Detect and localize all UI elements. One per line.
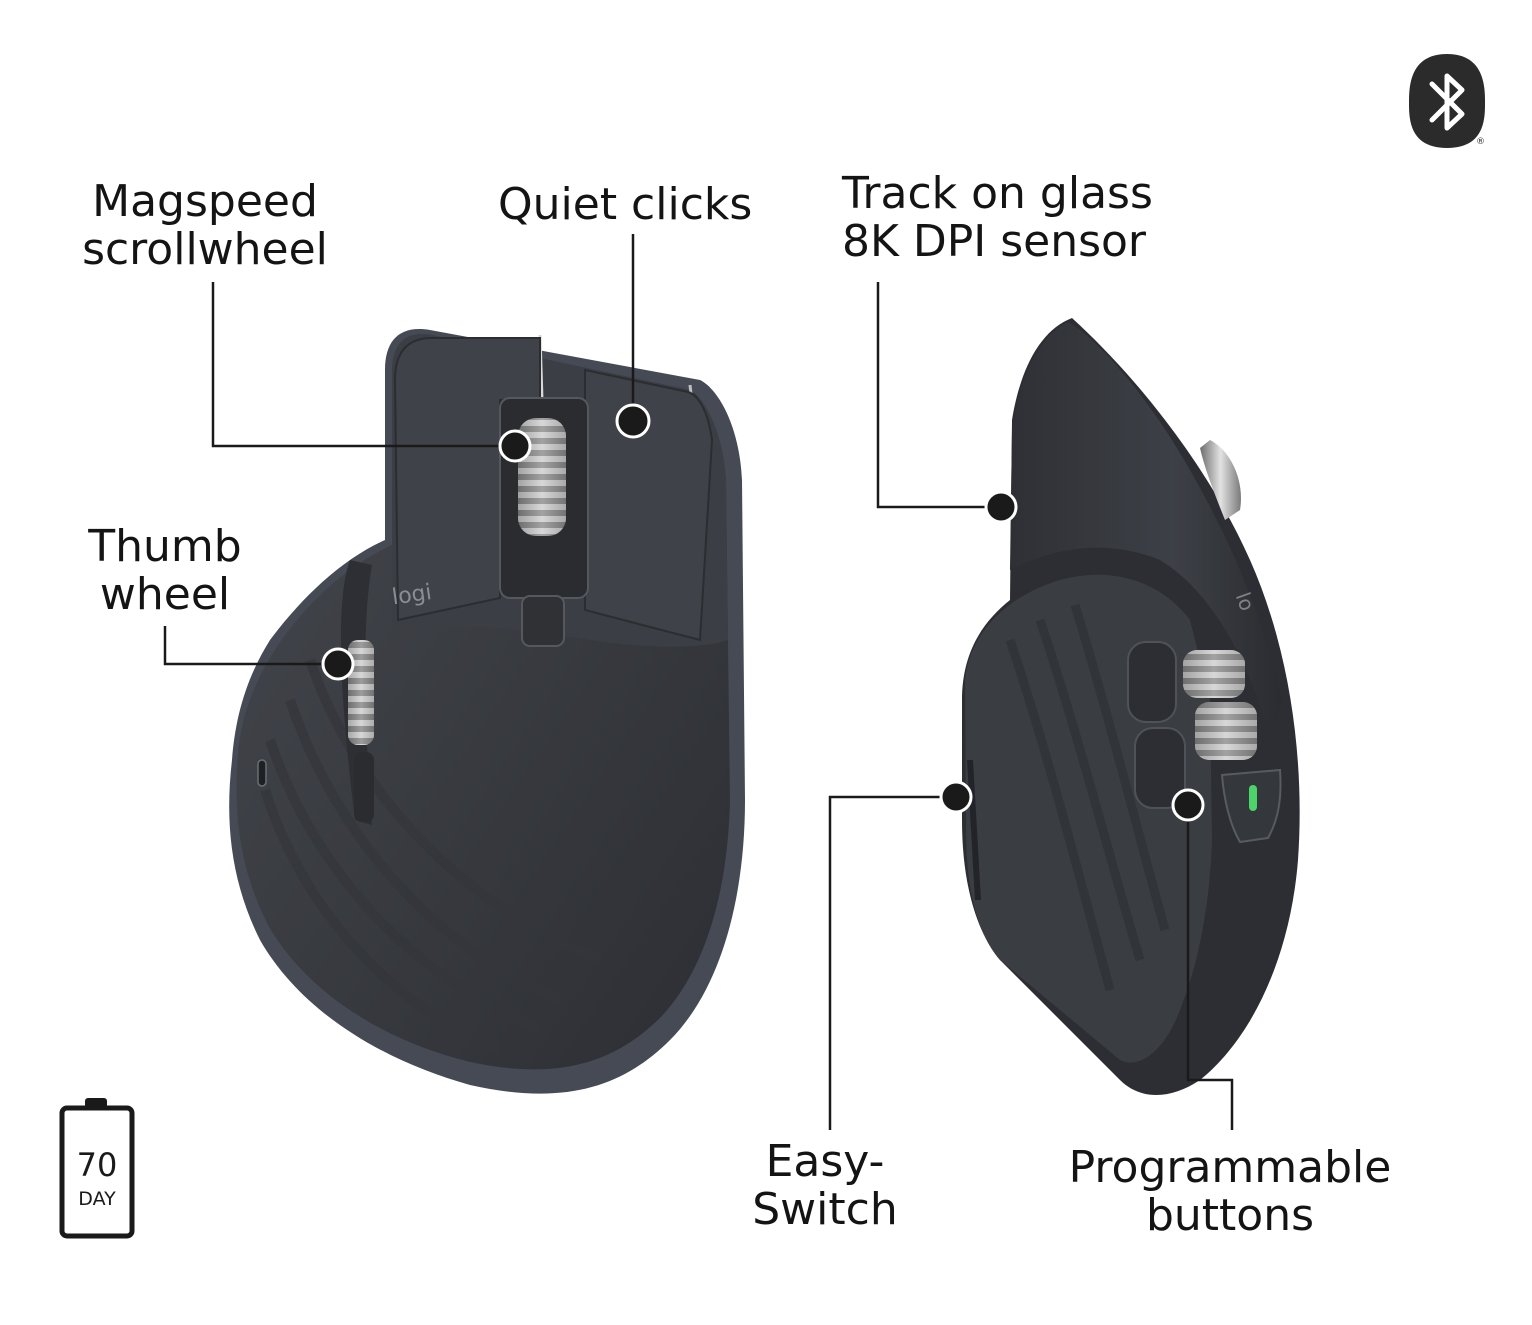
dot-track (984, 490, 1018, 524)
gesture-button (521, 595, 565, 647)
registered-mark: ® (1476, 137, 1485, 147)
logo-text: logi (391, 580, 434, 610)
label-easy-switch: Easy- Switch (730, 1138, 920, 1234)
right-button (584, 368, 714, 642)
callout-track (876, 282, 994, 509)
mouse-top-view: logi (229, 329, 745, 1094)
label-line: Magspeed (92, 176, 318, 227)
dot-easy (939, 780, 973, 814)
label-track-on-glass: Track on glass 8K DPI sensor (842, 170, 1153, 266)
battery-icon: 70 DAY (59, 1098, 135, 1239)
callout-lines (163, 234, 1234, 1130)
top-wheel-peek (1200, 440, 1241, 520)
dot-quiet (615, 403, 651, 439)
dot-thumb (321, 647, 355, 681)
label-line: Track on glass (842, 168, 1153, 219)
callout-easy (828, 795, 944, 1130)
label-programmable-buttons: Programmable buttons (1040, 1144, 1420, 1240)
status-led (1249, 785, 1257, 811)
mouse-side-view: lo (962, 318, 1300, 1095)
dot-magspeed (498, 429, 532, 463)
label-line: Switch (752, 1184, 898, 1235)
label-line: 8K DPI sensor (842, 216, 1147, 267)
label-line: buttons (1145, 1190, 1315, 1241)
thumb-button (354, 752, 374, 822)
label-line: Programmable (1068, 1142, 1392, 1193)
back-button (1134, 727, 1186, 809)
thumb-rest-texture (1005, 603, 1170, 992)
palm-texture (260, 658, 602, 1055)
forward-button (1127, 641, 1177, 723)
easy-switch-groove (967, 759, 981, 901)
dot-programmable (1171, 788, 1205, 822)
label-magspeed-scrollwheel: Magspeed scrollwheel (70, 178, 340, 274)
callout-thumb (163, 626, 333, 666)
callout-magspeed (211, 282, 510, 448)
label-thumb-wheel: Thumb wheel (70, 523, 260, 619)
battery-unit: DAY (78, 1188, 116, 1210)
label-line: wheel (99, 569, 231, 620)
battery-value: 70 (77, 1146, 118, 1184)
label-quiet-clicks: Quiet clicks (498, 179, 753, 230)
callout-dots (321, 403, 1205, 822)
label-line: Easy- (765, 1136, 885, 1187)
bluetooth-icon: ® (1409, 54, 1485, 148)
side-top (1010, 322, 1282, 740)
side-led (257, 759, 267, 787)
label-line: scrollwheel (82, 224, 328, 275)
callout-programmable (1186, 812, 1234, 1130)
label-line: Thumb (88, 521, 242, 572)
